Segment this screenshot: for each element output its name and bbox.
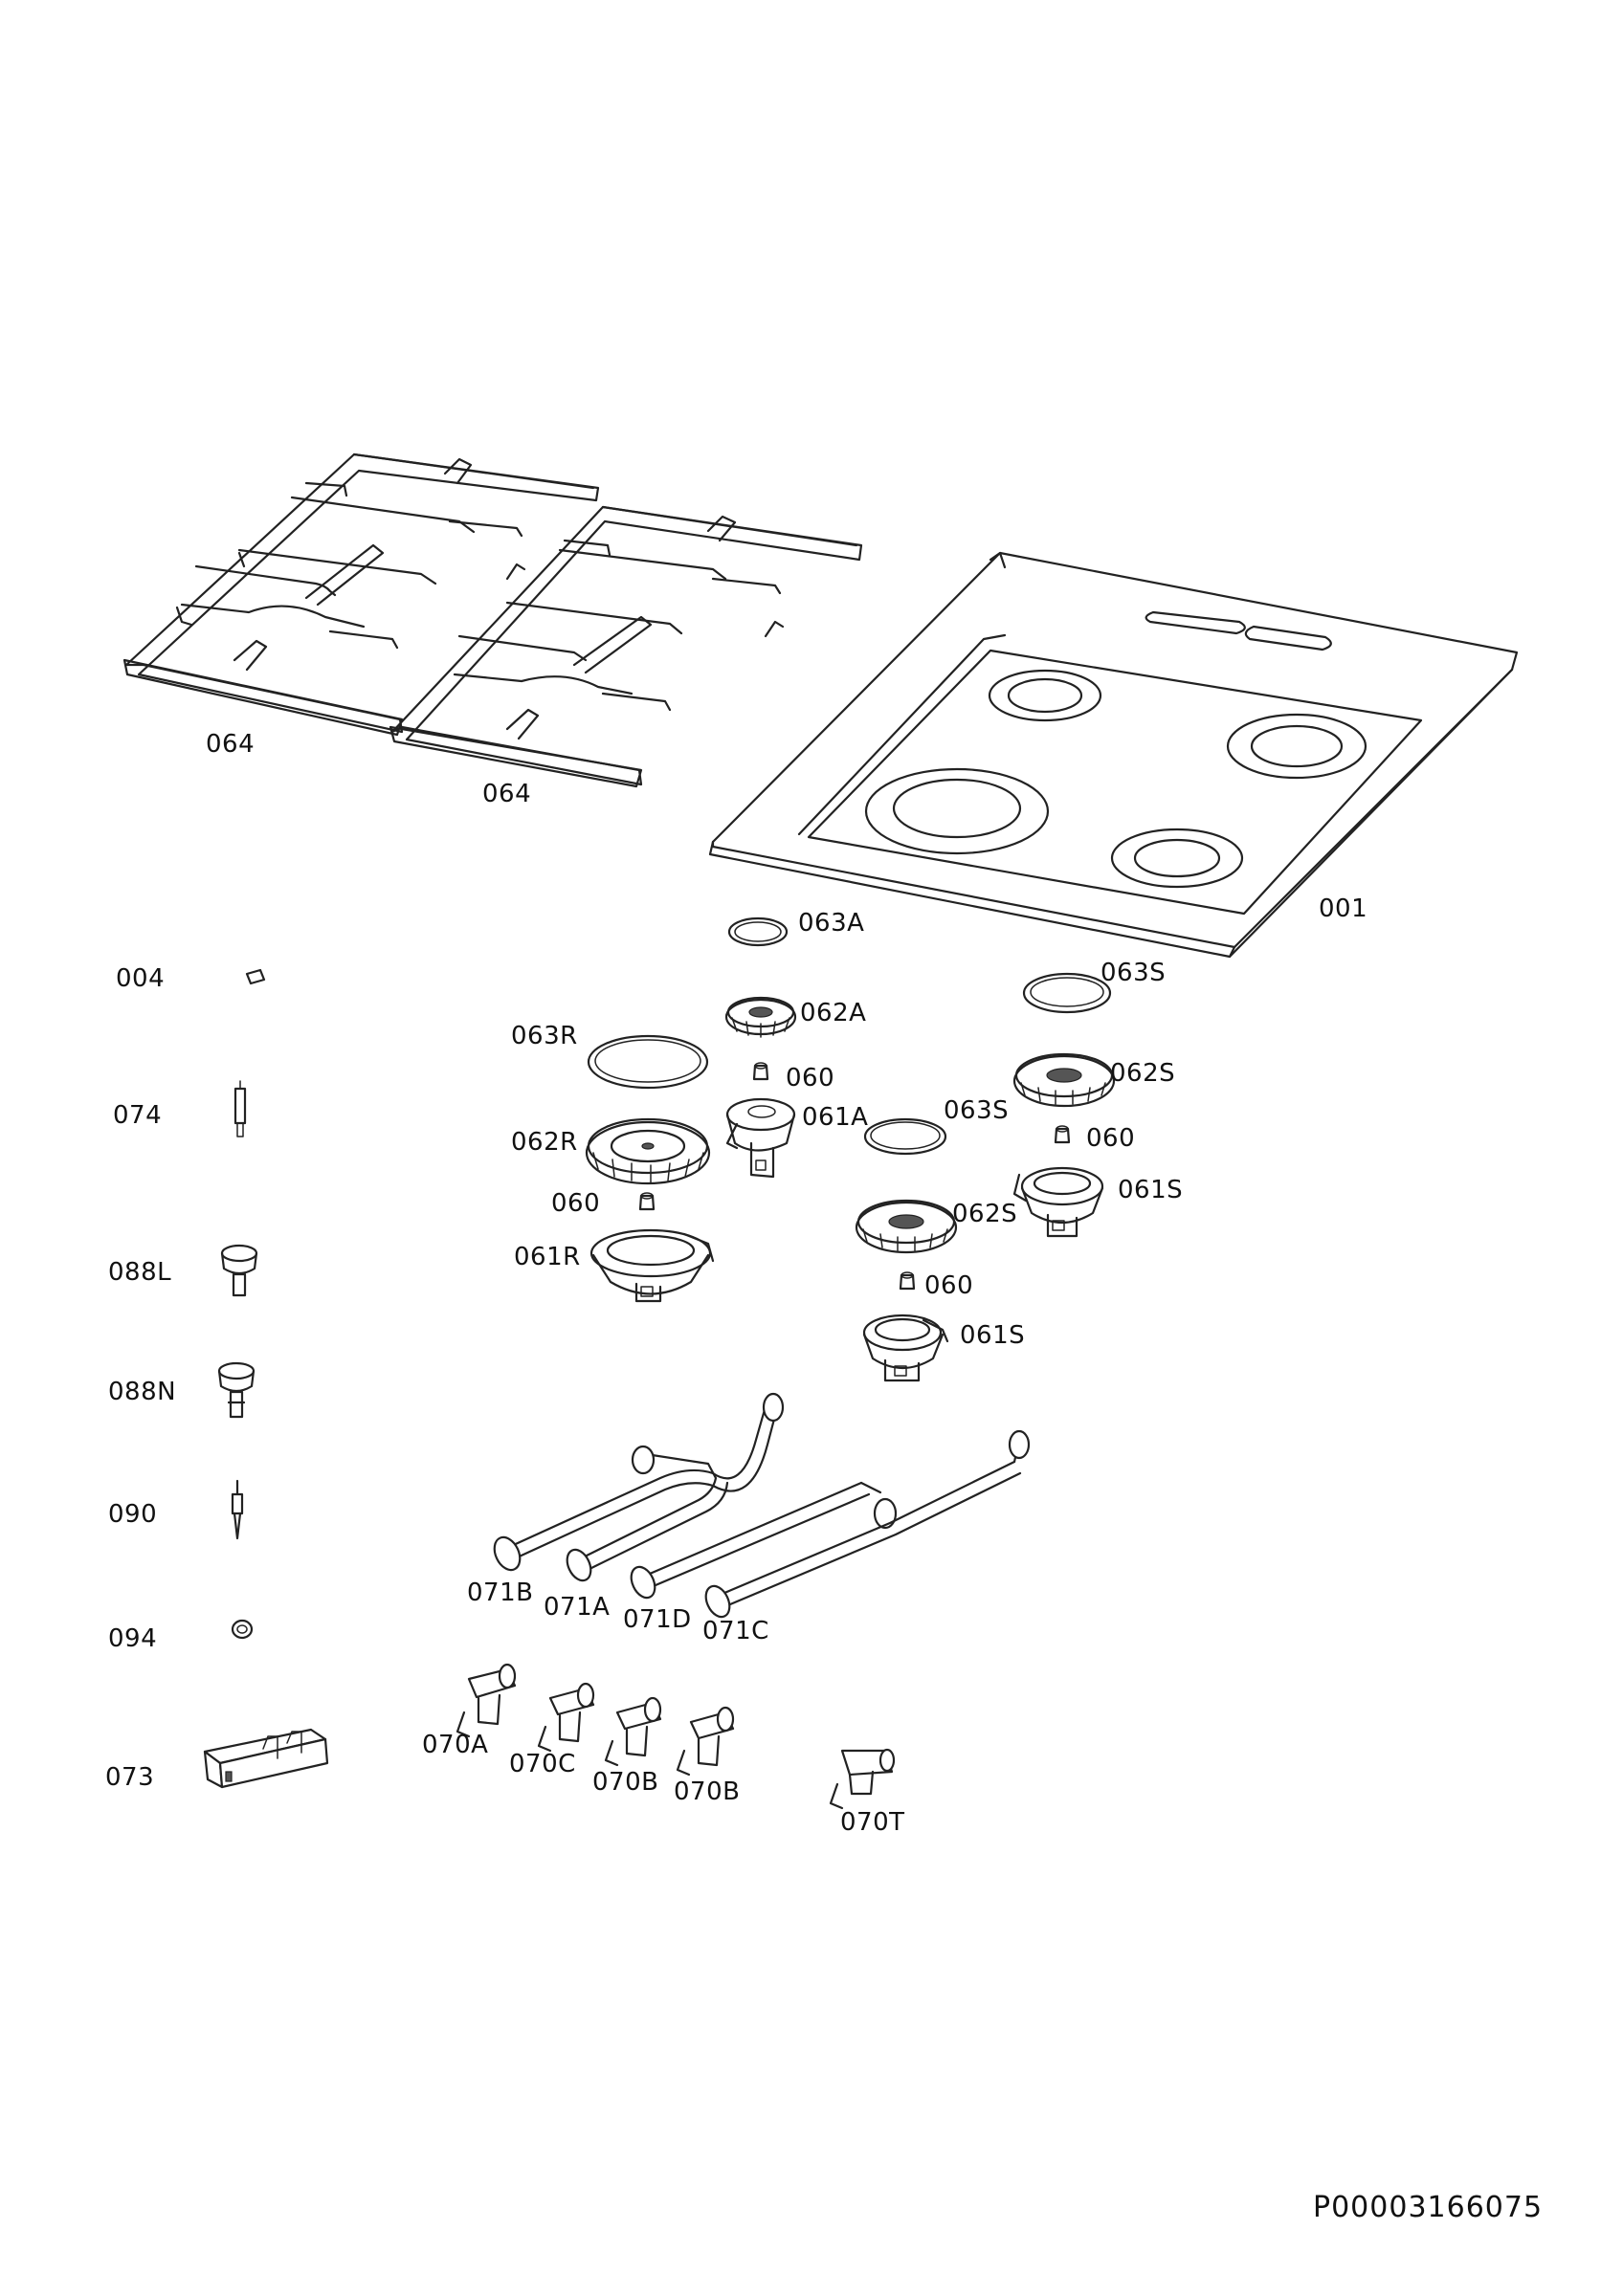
label-063A: 063A [798,909,864,938]
pan-support-grid-right [389,505,863,788]
gas-pipe-071C [704,1429,1031,1619]
burner-body-061A [725,1097,796,1179]
label-061A: 061A [802,1103,868,1132]
gas-tap-070A [456,1663,517,1738]
label-060-r: 060 [551,1189,600,1218]
label-061S-mid: 061S [960,1321,1025,1350]
label-063S-right: 063S [1101,959,1166,987]
burner-body-061R [589,1228,715,1303]
label-073: 073 [105,1763,154,1792]
burner-cap-063S-mid [863,1117,947,1156]
label-062A: 062A [800,999,866,1027]
label-071D: 071D [623,1605,692,1634]
label-062R: 062R [511,1128,578,1157]
injector-060-mid [899,1271,916,1291]
injector-060-a [752,1062,769,1081]
label-062S-right: 062S [1110,1059,1175,1088]
part-073-ignition-switch [203,1728,329,1789]
burner-body-061S-right [1012,1166,1104,1238]
label-062S-mid: 062S [952,1200,1017,1228]
label-064-left: 064 [206,730,255,759]
label-004: 004 [116,964,165,993]
part-088L-knob [220,1244,258,1297]
label-094: 094 [108,1624,157,1653]
label-061S-right: 061S [1118,1176,1183,1204]
label-070T: 070T [840,1808,905,1837]
label-071B: 071B [467,1578,533,1607]
callout-labels: 064 064 001 063A 062A 060 061A 063R 062R… [105,730,1367,1837]
burner-cap-063S-right [1022,972,1112,1014]
burner-cap-063A [727,916,789,947]
hob-top-panel [708,551,1519,959]
gas-tap-070B-2 [676,1706,735,1777]
label-071C: 071C [702,1617,769,1645]
label-060-right: 060 [1086,1124,1135,1153]
label-074: 074 [113,1101,162,1130]
label-001: 001 [1319,894,1367,923]
gas-pipe-071B [493,1392,785,1572]
label-070B-2: 070B [674,1777,740,1806]
document-id: P00003166075 [1313,2191,1544,2224]
label-061R: 061R [514,1243,581,1271]
label-070C: 070C [509,1750,576,1778]
label-070A: 070A [422,1731,488,1759]
gas-pipe-071D [630,1481,898,1600]
label-060-a: 060 [786,1064,834,1093]
injector-060-r [638,1192,656,1211]
burner-crown-062S-right [1012,1052,1116,1108]
burner-cap-063R [587,1034,709,1090]
gas-tap-070C [537,1682,595,1753]
gas-tap-070B-1 [604,1696,662,1767]
gas-tap-070T [829,1748,896,1810]
pan-support-grid-left [122,453,600,737]
part-088N-knob [217,1361,256,1419]
gas-pipe-071A [566,1445,729,1582]
burner-crown-062A [724,996,797,1038]
burner-crown-062R [585,1117,711,1185]
burner-crown-062S-mid [855,1199,958,1254]
part-090-spark-plug [231,1479,244,1540]
label-071A: 071A [544,1593,610,1622]
burner-body-061S-mid [862,1314,949,1382]
label-063R: 063R [511,1022,578,1050]
label-088L: 088L [108,1258,171,1287]
part-004-clip [245,968,266,985]
part-074-thermocouple [233,1080,247,1137]
label-088N: 088N [108,1378,176,1406]
label-090: 090 [108,1500,157,1529]
label-070B-1: 070B [592,1768,658,1797]
label-060-mid: 060 [924,1271,973,1300]
part-094-washer [231,1619,254,1640]
injector-060-right [1054,1125,1071,1144]
label-063S-mid: 063S [944,1096,1009,1125]
label-064-right: 064 [482,780,531,808]
